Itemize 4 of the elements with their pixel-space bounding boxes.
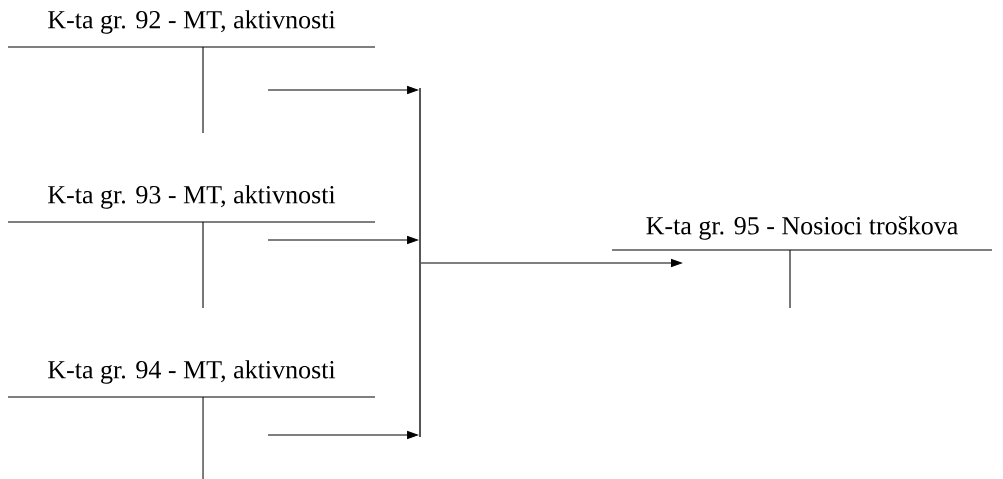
t-account: K-ta gr. 93 - MT, aktivnosti: [7, 185, 376, 309]
t-account: K-ta gr. 94 - MT, aktivnosti: [7, 360, 376, 479]
t-account: K-ta gr. 92 - MT, aktivnosti: [7, 10, 376, 134]
t-account: K-ta gr. 95 - Nosioci troškova: [611, 216, 993, 309]
